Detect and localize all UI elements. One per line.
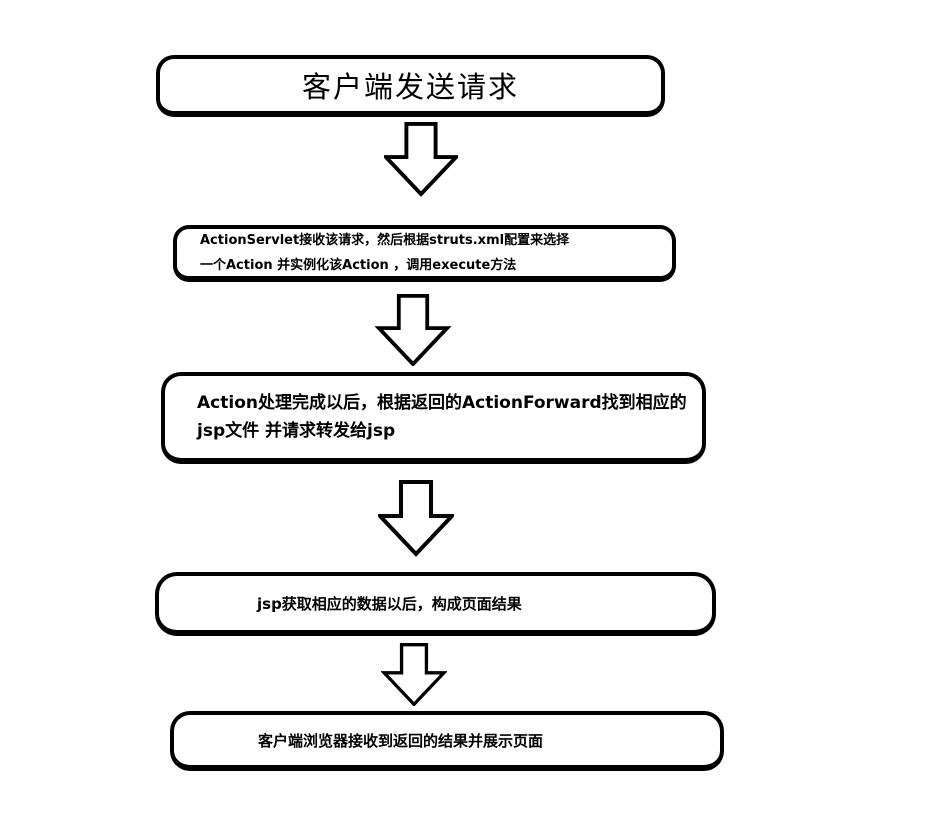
flow-node-label: Action处理完成以后，根据返回的ActionForward找到相应的 (197, 393, 687, 413)
flow-node-label: jsp文件 并请求转发给jsp (197, 421, 396, 441)
down-arrow-icon (381, 643, 447, 706)
down-arrow-icon (374, 294, 452, 366)
flow-node-jsp-build-page: jsp获取相应的数据以后，构成页面结果 (155, 572, 716, 636)
flow-node-label: 一个Action 并实例化该Action ，调用execute方法 (200, 257, 517, 273)
flow-node-label: jsp获取相应的数据以后，构成页面结果 (257, 594, 522, 613)
connector-4 (381, 643, 447, 706)
flow-node-browser-display: 客户端浏览器接收到返回的结果并展示页面 (170, 711, 724, 771)
flow-node-label: 客户端浏览器接收到返回的结果并展示页面 (258, 731, 544, 750)
flow-node-client-request: 客户端发送请求 (156, 55, 665, 117)
flow-node-label: ActionServlet接收该请求，然后根据struts.xml配置来选择 (200, 232, 570, 248)
connector-3 (378, 475, 454, 561)
flow-node-action-forward: Action处理完成以后，根据返回的ActionForward找到相应的 jsp… (161, 372, 706, 464)
flow-node-actionservlet-receive: ActionServlet接收该请求，然后根据struts.xml配置来选择 一… (173, 225, 676, 282)
connector-1 (384, 121, 458, 197)
flow-node-label: 客户端发送请求 (301, 70, 519, 104)
connector-2 (374, 294, 452, 366)
down-arrow-icon (378, 480, 454, 557)
down-arrow-icon (384, 122, 458, 197)
